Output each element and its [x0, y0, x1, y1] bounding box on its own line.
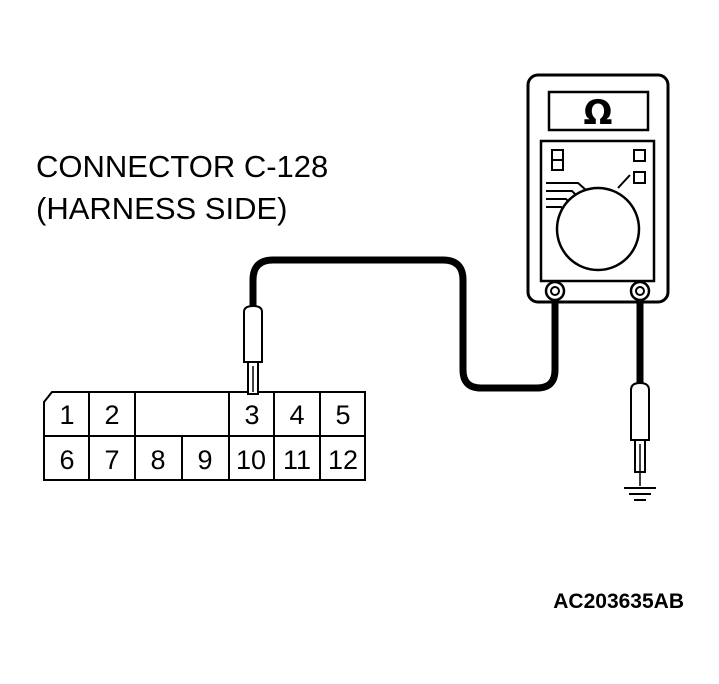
meter-jack-com [544, 280, 566, 302]
connector-title: CONNECTOR C-128 [36, 149, 328, 184]
pin-8: 8 [150, 445, 165, 475]
connector-label: CONNECTOR C-128 (HARNESS SIDE) [36, 149, 328, 226]
connector-side: (HARNESS SIDE) [36, 191, 287, 226]
test-probe-positive [243, 304, 263, 395]
pin-2: 2 [104, 400, 119, 430]
pin-4: 4 [289, 400, 304, 430]
pin-9: 9 [197, 445, 212, 475]
meter-rotary-dial [555, 186, 641, 272]
pin-7: 7 [104, 445, 119, 475]
ohmmeter-icon: Ω [526, 73, 670, 304]
test-probe-negative [630, 381, 650, 486]
pin-11: 11 [283, 445, 311, 475]
meter-ohm-symbol: Ω [584, 93, 613, 133]
pin-12: 12 [328, 445, 358, 475]
connector-c-128 [43, 391, 366, 481]
ground-symbol-icon [624, 487, 656, 501]
meter-indicator-top [633, 149, 646, 162]
meter-jack-input [629, 280, 651, 302]
pin-5: 5 [335, 400, 350, 430]
connector-pins: 1 2 3 4 5 6 7 8 9 10 11 12 [59, 400, 358, 475]
figure-code: AC203635AB [553, 590, 684, 613]
meter-indicator-bottom [633, 171, 646, 184]
pin-10: 10 [236, 445, 266, 475]
pin-6: 6 [59, 445, 74, 475]
pin-1: 1 [59, 400, 74, 430]
pin-3: 3 [244, 400, 259, 430]
test-lead-positive-wire [249, 256, 559, 392]
meter-display [547, 90, 650, 132]
